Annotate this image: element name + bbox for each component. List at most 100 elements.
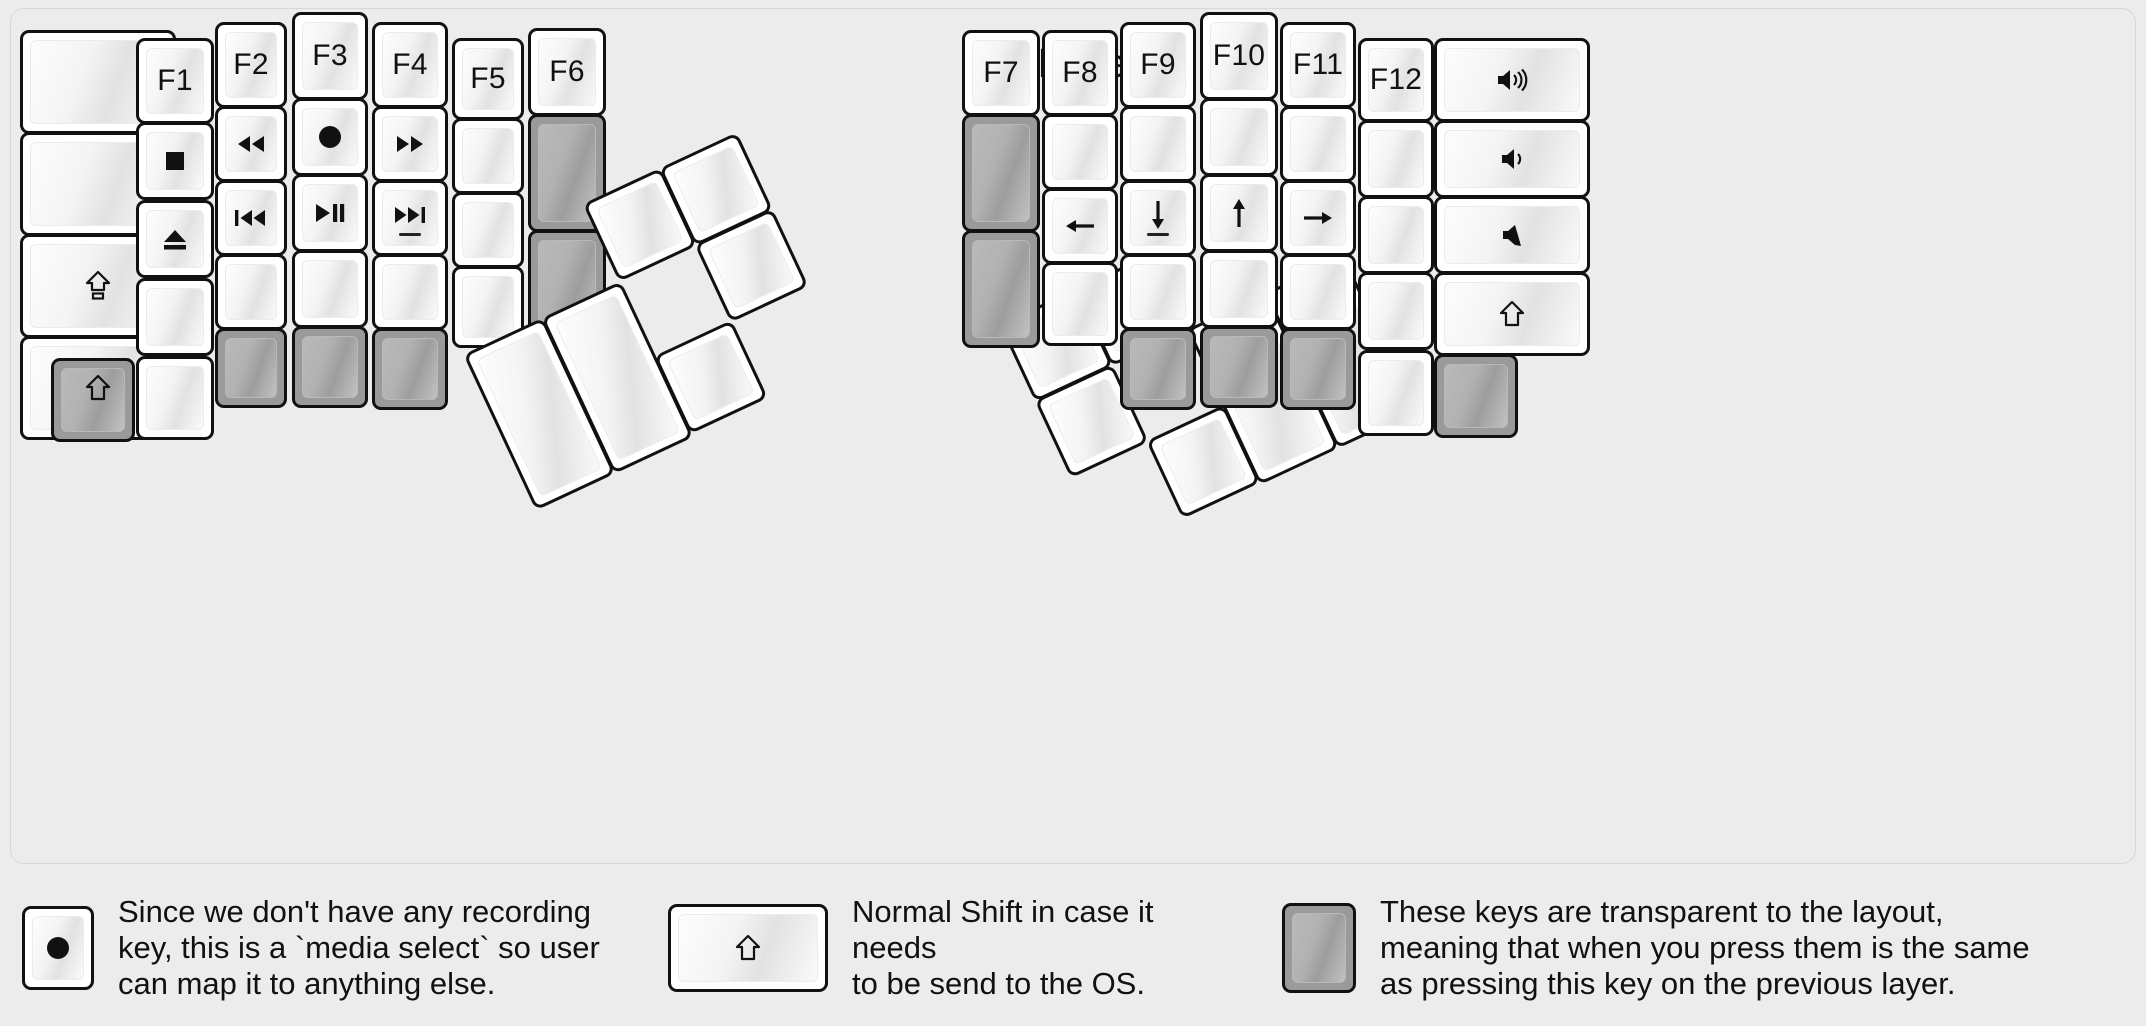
key-f12[interactable]: F12 [1358,38,1434,122]
key-left-c4-r4[interactable] [372,254,448,330]
key-f3[interactable]: F3 [292,12,368,100]
key-left-c5-r2[interactable] [452,118,524,194]
key-right-c5-r2[interactable] [1358,120,1434,198]
key-left-transparent-bottom-a[interactable] [51,358,135,442]
keycap-face [146,48,204,114]
key-left-c3-r4[interactable] [292,250,368,328]
legend-shift-key: Normal Shift in case it needs to be send… [668,894,1228,1001]
key-left-c2-r4[interactable] [215,254,287,330]
key-f1[interactable]: F1 [136,38,214,124]
homing-bump-icon [399,233,421,236]
key-f4[interactable]: F4 [372,22,448,108]
key-right-c3-transparent[interactable] [1200,326,1278,408]
keycap-face [302,260,358,318]
key-left-c5-r3[interactable] [452,192,524,268]
legend-text: Since we don't have any recording key, t… [118,893,600,1002]
key-left-c3-transparent[interactable] [292,326,368,408]
key-volume-up[interactable] [1434,38,1590,122]
key-right-c4-transparent[interactable] [1280,328,1356,410]
key-left-c2-transparent[interactable] [215,328,287,408]
key-record[interactable] [292,98,368,176]
keycap-face [32,916,84,980]
key-f11[interactable]: F11 [1280,22,1356,108]
key-right-c2-r4[interactable] [1120,254,1196,330]
keycap-face [1290,338,1346,400]
keycap-face [1368,48,1424,112]
key-eject[interactable] [136,200,214,278]
keycap-face [462,48,514,110]
key-arrow-left[interactable] [1042,188,1118,264]
legend-transparent-key: These keys are transparent to the layout… [1282,892,2132,1004]
keycap-face [1290,264,1346,320]
keycap-face [1130,32,1186,98]
legend-record-key: Since we don't have any recording key, t… [22,894,662,1001]
key-right-c3-r4[interactable] [1200,250,1278,328]
keycap-face [225,116,277,172]
key-right-c2-transparent[interactable] [1120,328,1196,410]
legend-text: Normal Shift in case it needs to be send… [852,893,1154,1002]
keycap-face [1368,360,1424,426]
keycap-face [225,32,277,98]
key-f8[interactable]: F8 [1042,30,1118,116]
key-previous-track[interactable] [215,180,287,256]
keycap-face [1210,184,1268,242]
key-right-c5-r3[interactable] [1358,196,1434,274]
key-media-stop[interactable] [136,122,214,200]
key-volume-mute[interactable] [1434,196,1590,274]
keycap-face [61,368,125,432]
key-arrow-right[interactable] [1280,180,1356,256]
keycap-face [1290,32,1346,98]
key-left-c1-r4[interactable] [136,278,214,356]
key-right-c4-r2[interactable] [1280,106,1356,182]
keycap-face [1290,190,1346,246]
keycap-face [972,40,1030,106]
key-right-c0-transparent-2[interactable] [962,230,1040,348]
key-rewind[interactable] [215,106,287,182]
keycap-face [1130,116,1186,172]
key-right-c3-r2[interactable] [1200,98,1278,176]
key-right-outer-transparent[interactable] [1434,354,1518,438]
key-right-c2-r2[interactable] [1120,106,1196,182]
key-volume-down[interactable] [1434,120,1590,198]
key-right-c0-transparent-1[interactable] [962,114,1040,232]
key-right-c5-r4[interactable] [1358,272,1434,350]
key-right-c5-r5[interactable] [1358,350,1434,436]
keycap-face [225,264,277,320]
legend-key-shift [668,904,828,992]
key-right-c4-r4[interactable] [1280,254,1356,330]
keycap-face [1368,282,1424,340]
keycap-face [1130,190,1186,246]
keycap-face [1052,40,1108,106]
key-play-pause[interactable] [292,174,368,252]
keycap-face [302,336,358,398]
keycap-face [1444,130,1580,188]
key-left-c4-transparent[interactable] [372,328,448,410]
key-f10[interactable]: F10 [1200,12,1278,100]
keycap-face [1292,913,1346,983]
key-f9[interactable]: F9 [1120,22,1196,108]
key-right-c1-r4[interactable] [1042,262,1118,346]
keycap-face [707,221,796,310]
keycap-face [1052,198,1108,254]
keycap-face [382,264,438,320]
key-right-c1-r2[interactable] [1042,114,1118,190]
key-left-c1-r5[interactable] [136,356,214,440]
keycap-face [1210,260,1268,318]
keycap-face [1444,282,1580,346]
key-next-track[interactable] [372,180,448,256]
key-right-shift[interactable] [1434,272,1590,356]
keycap-face [538,38,596,106]
keycap-face [462,276,514,338]
keycap-face [1130,264,1186,320]
keycap-face [462,128,514,184]
key-f6[interactable]: F6 [528,28,606,116]
key-arrow-down[interactable] [1120,180,1196,256]
key-f2[interactable]: F2 [215,22,287,108]
legend-key-transparent [1282,903,1356,993]
keycap-face [1368,130,1424,188]
key-f7[interactable]: F7 [962,30,1040,116]
key-f5[interactable]: F5 [452,38,524,120]
key-fast-forward[interactable] [372,106,448,182]
key-arrow-up[interactable] [1200,174,1278,252]
